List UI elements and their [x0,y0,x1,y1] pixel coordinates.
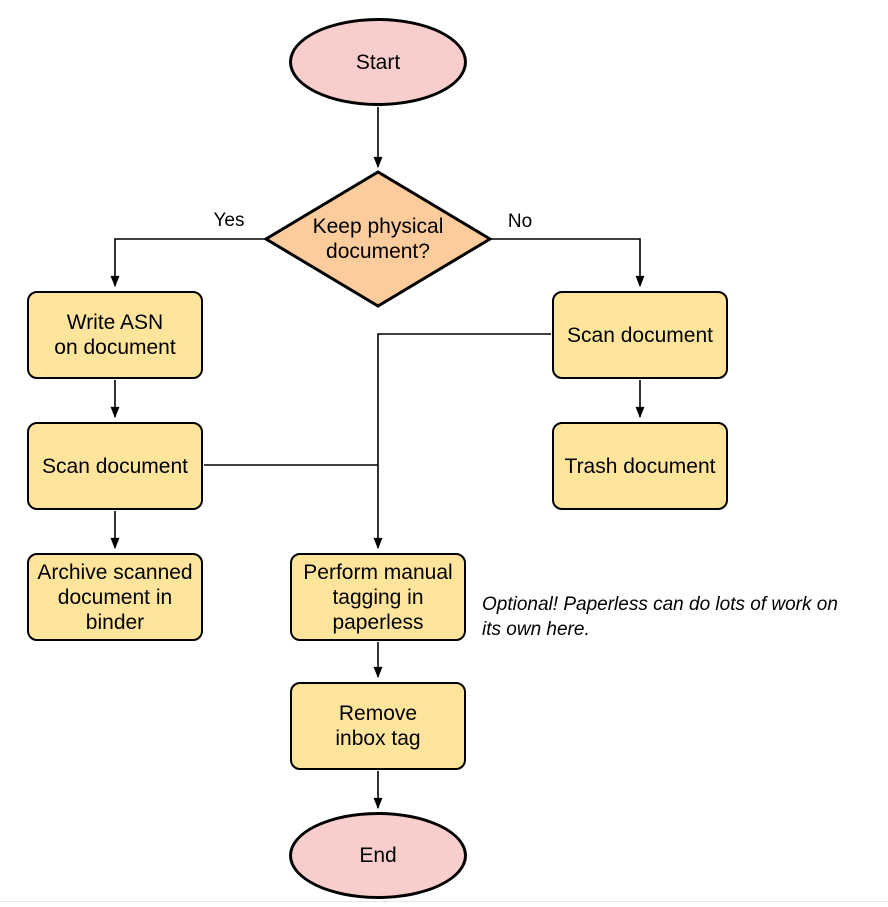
node-remove-inbox-tag: Remove inbox tag [290,682,466,770]
optional-note: Optional! Paperless can do lots of work … [482,594,838,640]
node-archive-scanned-document: Archive scanned document in binder [27,553,203,641]
page-bottom-divider [0,901,888,902]
edge-label-no: No [507,211,533,232]
edge-scan-right-to-tagging [373,333,551,550]
node-perform-manual-tagging: Perform manual tagging in paperless [290,553,466,641]
decision-diamond [263,170,493,308]
node-trash-document: Trash document [552,422,728,510]
edge-decision-no-to-scan-right [490,238,645,288]
edge-decision-yes-to-write-asn [110,238,266,288]
node-end: End [289,812,467,899]
node-write-asn-on-document: Write ASN on document [27,291,203,379]
node-start: Start [289,18,467,106]
node-scan-document-right: Scan document [552,291,728,379]
edge-label-yes: Yes [213,210,245,231]
node-decision-label: Keep physical document? [312,215,444,263]
node-scan-document-left: Scan document [27,422,203,510]
